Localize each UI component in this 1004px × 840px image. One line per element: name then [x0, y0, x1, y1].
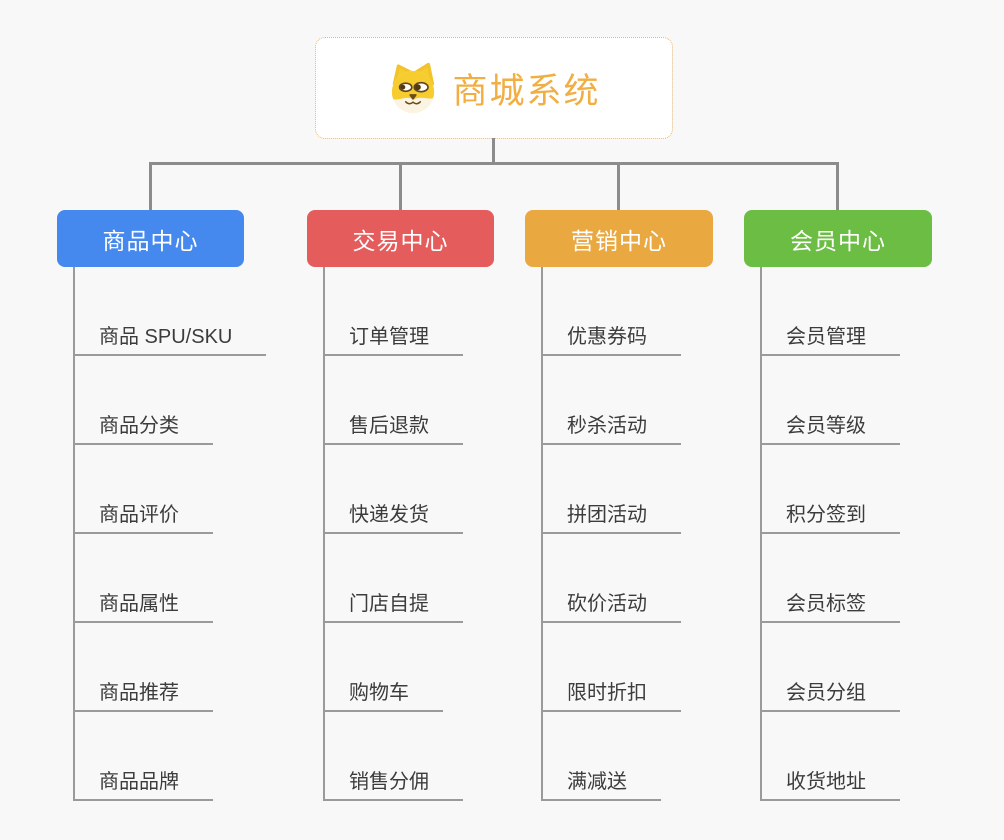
leaf-node[interactable]: 砍价活动	[525, 534, 713, 623]
leaf-label: 砍价活动	[541, 587, 681, 623]
leaf-label: 会员标签	[760, 587, 900, 623]
connector-branch-drop	[149, 164, 152, 210]
leaf-node[interactable]: 会员等级	[744, 356, 932, 445]
branch-trunk-line	[541, 267, 543, 801]
leaf-label: 门店自提	[323, 587, 463, 623]
leaf-label: 商品 SPU/SKU	[73, 320, 267, 356]
root-node[interactable]: 商城系统	[315, 37, 673, 139]
leaf-node[interactable]: 售后退款	[307, 356, 494, 445]
connector-branch-drop	[836, 164, 839, 210]
connector-root-drop	[492, 138, 495, 163]
leaf-node[interactable]: 会员分组	[744, 623, 932, 712]
leaf-node[interactable]: 会员标签	[744, 534, 932, 623]
leaf-node[interactable]: 商品品牌	[57, 712, 266, 801]
branch-trunk-line	[323, 267, 325, 801]
leaf-node[interactable]: 订单管理	[307, 267, 494, 356]
root-title: 商城系统	[452, 71, 601, 111]
branch-column: 交易中心订单管理售后退款快递发货门店自提购物车销售分佣	[307, 210, 494, 801]
branch-trunk-line	[760, 267, 762, 801]
leaf-label: 商品属性	[73, 587, 213, 623]
leaf-label: 商品分类	[73, 409, 213, 445]
leaf-label: 限时折扣	[541, 676, 681, 712]
leaf-node[interactable]: 商品 SPU/SKU	[57, 267, 267, 356]
branch-trunk-line	[73, 267, 75, 801]
leaf-node[interactable]: 销售分佣	[307, 712, 494, 801]
leaf-label: 售后退款	[323, 409, 463, 445]
leaf-label: 销售分佣	[323, 765, 463, 801]
dog-face-icon	[392, 62, 435, 114]
branch-node[interactable]: 交易中心	[307, 210, 494, 267]
leaf-node[interactable]: 商品分类	[57, 356, 266, 445]
connector-branch-drop	[399, 164, 402, 210]
leaf-label: 商品评价	[73, 498, 213, 534]
leaf-label: 快递发货	[323, 498, 463, 534]
leaf-label: 商品品牌	[73, 765, 213, 801]
leaf-label: 订单管理	[323, 320, 463, 356]
leaf-label: 秒杀活动	[541, 409, 681, 445]
leaf-node[interactable]: 商品评价	[57, 445, 266, 534]
leaf-node[interactable]: 门店自提	[307, 534, 494, 623]
leaf-node[interactable]: 优惠券码	[525, 267, 713, 356]
connector-horizontal-bar	[149, 162, 839, 165]
leaf-label: 会员等级	[760, 409, 900, 445]
leaf-node[interactable]: 快递发货	[307, 445, 494, 534]
branch-node[interactable]: 会员中心	[744, 210, 932, 267]
leaf-label: 收货地址	[760, 765, 900, 801]
branch-node[interactable]: 商品中心	[57, 210, 244, 267]
leaf-node[interactable]: 商品属性	[57, 534, 266, 623]
leaf-label: 会员管理	[760, 320, 900, 356]
leaf-label: 购物车	[323, 676, 443, 712]
leaf-node[interactable]: 积分签到	[744, 445, 932, 534]
leaf-label: 拼团活动	[541, 498, 681, 534]
branch-column: 营销中心优惠券码秒杀活动拼团活动砍价活动限时折扣满减送	[525, 210, 713, 801]
connector-branch-drop	[617, 164, 620, 210]
leaf-label: 积分签到	[760, 498, 900, 534]
leaf-node[interactable]: 秒杀活动	[525, 356, 713, 445]
leaf-node[interactable]: 收货地址	[744, 712, 932, 801]
leaf-label: 满减送	[541, 765, 661, 801]
leaf-node[interactable]: 满减送	[525, 712, 713, 801]
leaf-label: 优惠券码	[541, 320, 681, 356]
leaf-label: 会员分组	[760, 676, 900, 712]
leaf-node[interactable]: 会员管理	[744, 267, 932, 356]
branch-column: 会员中心会员管理会员等级积分签到会员标签会员分组收货地址	[744, 210, 932, 801]
branch-column: 商品中心商品 SPU/SKU 商品分类商品评价商品属性商品推荐商品品牌	[57, 210, 267, 801]
leaf-node[interactable]: 拼团活动	[525, 445, 713, 534]
leaf-node[interactable]: 商品推荐	[57, 623, 266, 712]
leaf-node[interactable]: 限时折扣	[525, 623, 713, 712]
leaf-label: 商品推荐	[73, 676, 213, 712]
branch-node[interactable]: 营销中心	[525, 210, 713, 267]
leaf-node[interactable]: 购物车	[307, 623, 494, 712]
